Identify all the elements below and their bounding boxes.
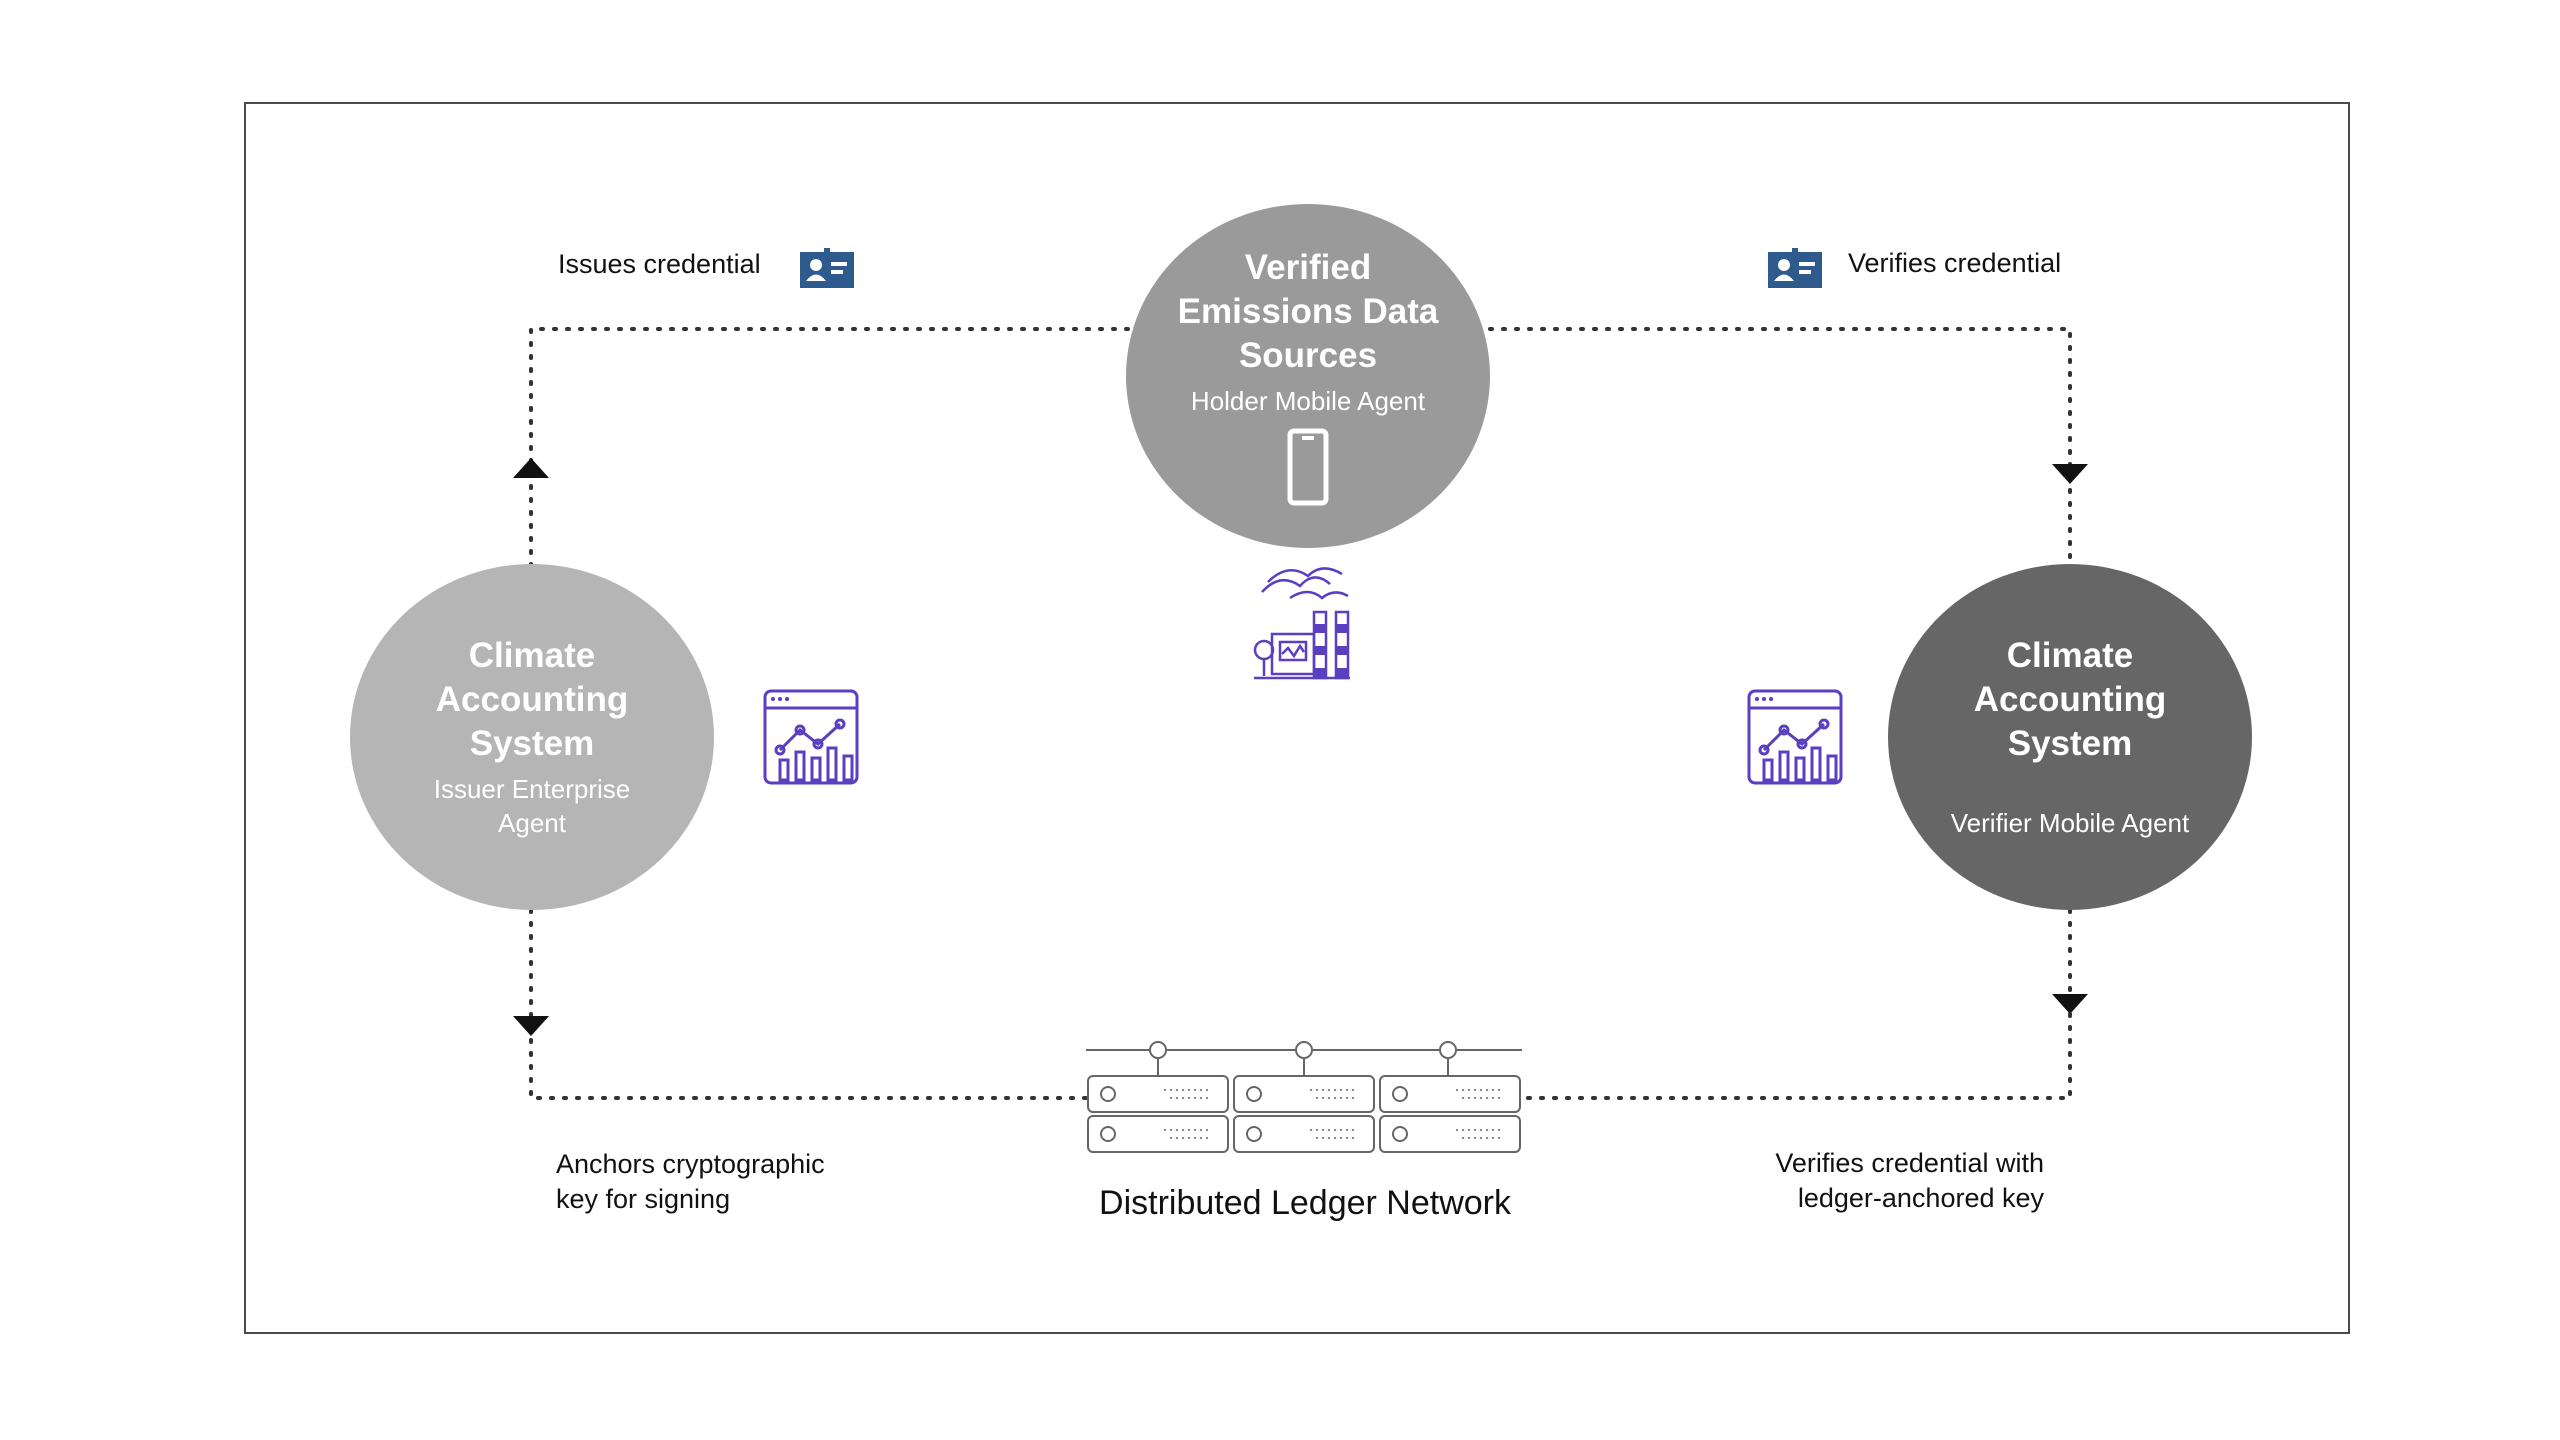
server-rack-icon [1086,1041,1522,1153]
verifier-node: Climate Accounting System Verifier Mobil… [1888,564,2252,910]
verifies-key-line-1: Verifies credential with [1775,1148,2044,1178]
arrow-down-verifier-ledger [2052,994,2088,1014]
arrow-down-issuer [513,1016,549,1036]
ledger-title: Distributed Ledger Network [1099,1184,1511,1222]
path-holder-to-verifier [1488,327,2072,567]
path-holder-to-issuer [529,327,1130,567]
issuer-subtitle: Issuer Enterprise Agent [433,774,631,838]
analytics-dashboard-icon [763,689,859,785]
factory-icon [1253,567,1350,680]
path-verifier-to-ledger [1518,908,2072,1100]
arrow-down-verifier [2052,464,2088,484]
issuer-title: Climate Accounting System [435,636,629,763]
analytics-dashboard-icon [1747,689,1843,785]
anchors-key-line-2: key for signing [556,1184,731,1214]
verifier-title: Climate Accounting System [1973,636,2167,763]
smartphone-icon [1287,428,1329,506]
anchors-key-line-1: Anchors cryptographic [556,1149,825,1179]
id-card-icon [1768,248,1822,288]
anchors-key-label: Anchors cryptographic key for signing [556,1147,825,1217]
verifier-subtitle: Verifier Mobile Agent [1950,808,2190,838]
holder-title: Verified Emissions Data Sources [1177,248,1439,375]
verifies-credential-label: Verifies credential [1848,248,2062,278]
arrow-up-issuer [513,458,549,478]
diagram-frame [244,102,2350,1334]
verifies-key-line-2: ledger-anchored key [1797,1183,2044,1213]
path-issuer-to-ledger [529,908,1090,1100]
holder-subtitle: Holder Mobile Agent [1190,386,1426,416]
verifies-key-label: Verifies credential with ledger-anchored… [1700,1146,2044,1216]
issues-credential-label: Issues credential [558,249,761,279]
id-card-icon [800,248,854,288]
holder-node: Verified Emissions Data Sources Holder M… [1126,204,1490,548]
issuer-node: Climate Accounting System Issuer Enterpr… [350,564,714,910]
